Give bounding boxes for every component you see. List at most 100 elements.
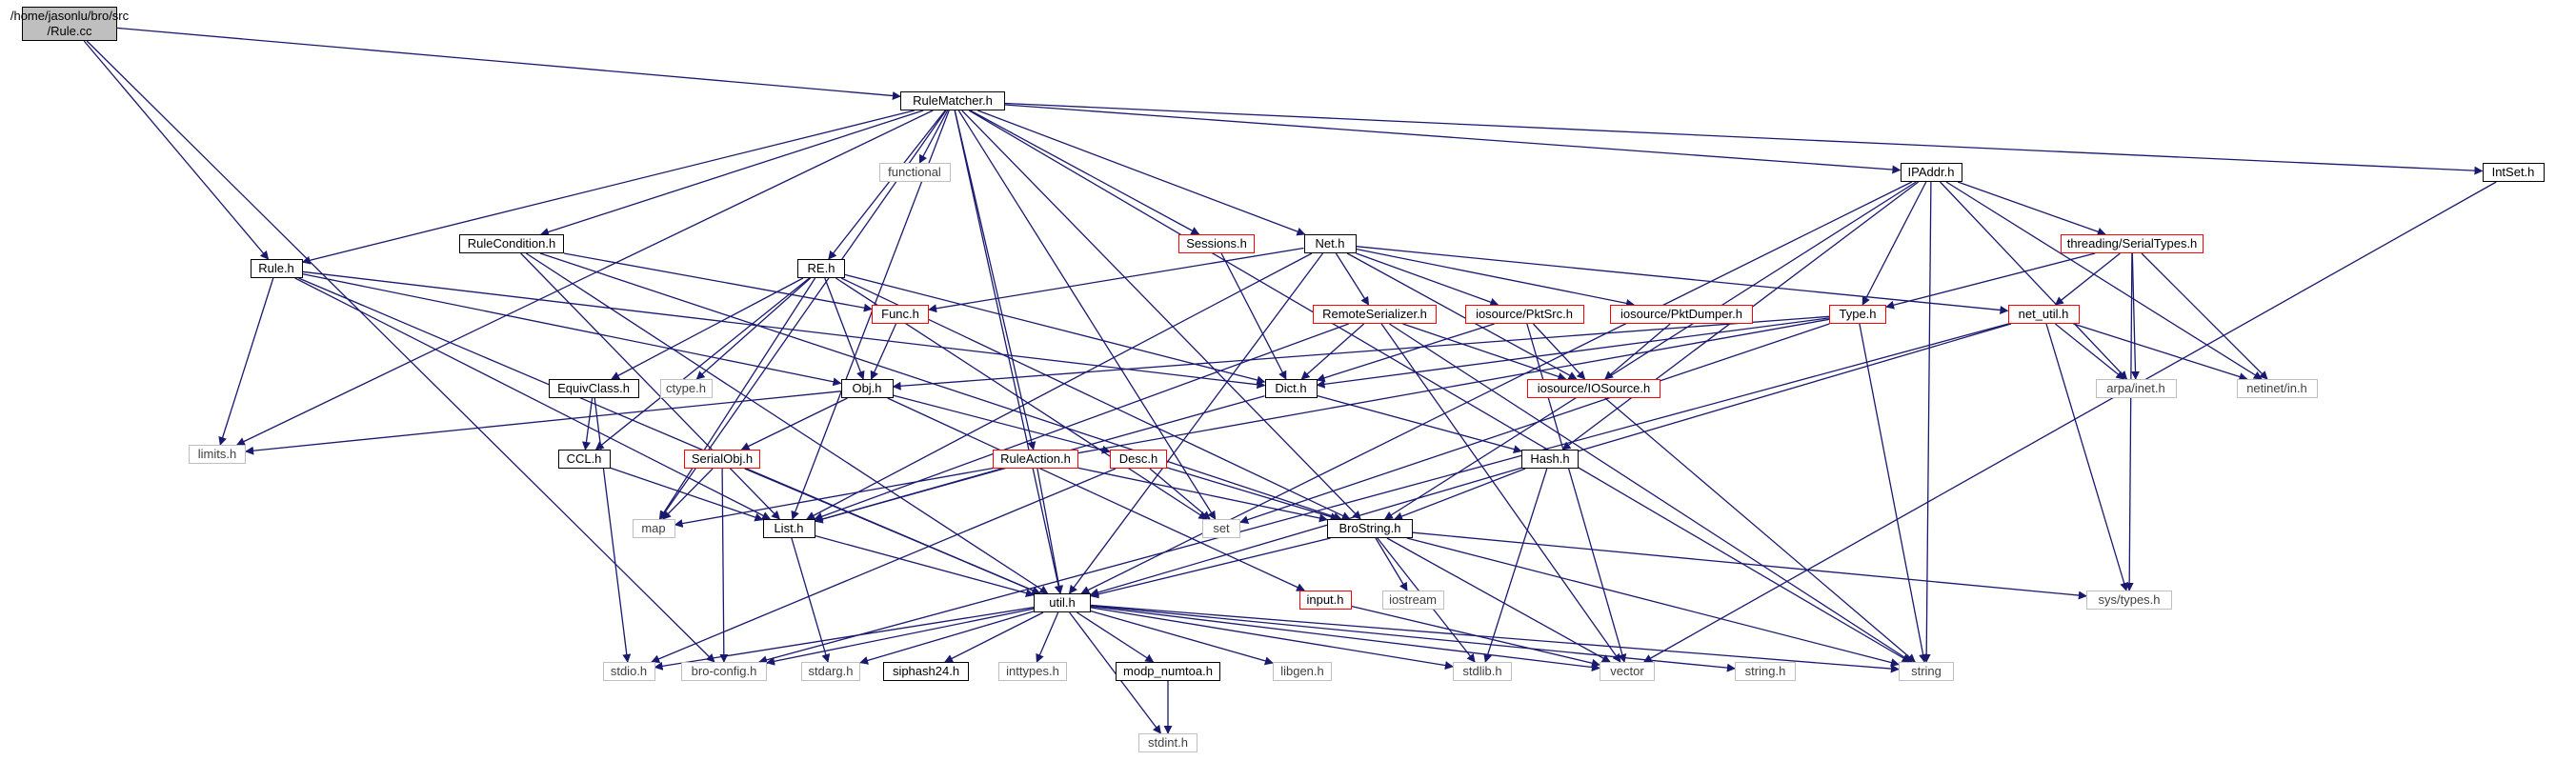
node-siphash24-h[interactable]: siphash24.h: [883, 662, 969, 681]
node-functional: functional: [878, 163, 951, 182]
node-net-h[interactable]: Net.h: [1303, 234, 1357, 253]
node-equivclass-h[interactable]: EquivClass.h: [548, 379, 639, 398]
node-string-h: string.h: [1735, 662, 1796, 681]
edge-equivclass-h-to-stdio-h: [594, 397, 632, 663]
edge-rulematcher-h-to-intset-h: [1004, 102, 2484, 175]
node-serialobj-h[interactable]: SerialObj.h: [684, 450, 760, 469]
edge-util-h-to-libgen-h: [1090, 610, 1274, 666]
node-label: RuleMatcher.h: [913, 93, 993, 108]
edge-rulematcher-h-to-net-h: [977, 110, 1306, 236]
node-label: Func.h: [881, 307, 919, 321]
node-label: EquivClass.h: [557, 381, 630, 395]
edge-ipaddr-h-to-type-h: [1862, 181, 1927, 306]
edge-re-h-to-map: [658, 277, 816, 520]
node-sessions-h[interactable]: Sessions.h: [1178, 234, 1255, 253]
node-util-h[interactable]: util.h: [1034, 593, 1091, 612]
node-label: /home/jasonlu/bro/src/Rule.cc: [10, 9, 130, 38]
edge-util-h-to-string: [1090, 604, 1900, 673]
node-label: arpa/inet.h: [2106, 381, 2165, 395]
edge-brostring-h-to-string: [1406, 537, 1900, 667]
edge-rule-h-to-dict-h: [302, 270, 1266, 390]
node-re-h[interactable]: RE.h: [797, 259, 845, 278]
node-label: bro-config.h: [691, 664, 757, 678]
node-label: List.h: [774, 521, 804, 535]
edge-util-h-to-modp-numtoa-h: [1077, 611, 1155, 663]
edge-obj-h-to-limits-h: [245, 391, 841, 455]
node-rulecondition-h[interactable]: RuleCondition.h: [459, 234, 564, 253]
node-input-h[interactable]: input.h: [1298, 591, 1352, 610]
edge-type-h-to-obj-h: [892, 315, 1830, 391]
edge-brostring-h-to-sys-types-h: [1412, 531, 2087, 600]
node-serialtypes-h[interactable]: threading/SerialTypes.h: [2061, 234, 2204, 253]
node-ruleaction-h[interactable]: RuleAction.h: [993, 450, 1078, 469]
node-rule-cc[interactable]: /home/jasonlu/bro/src/Rule.cc: [10, 7, 129, 41]
edge-obj-h-to-desc-h: [893, 394, 1111, 454]
edge-ccl-h-to-list-h: [610, 467, 764, 522]
node-ccl-h[interactable]: CCL.h: [557, 450, 611, 469]
edge-desc-h-to-set: [1149, 468, 1211, 520]
edge-rulematcher-h-to-util-h: [954, 110, 1063, 594]
node-bro-config-h: bro-config.h: [681, 662, 767, 681]
node-dict-h[interactable]: Dict.h: [1264, 379, 1318, 398]
node-list-h[interactable]: List.h: [762, 519, 815, 538]
node-net-util-h[interactable]: net_util.h: [2007, 305, 2080, 324]
node-label: stdarg.h: [808, 664, 854, 678]
edge-serialobj-h-to-map: [662, 468, 714, 520]
edge-iosource-h-to-string: [1604, 397, 1916, 663]
edge-rulecondition-h-to-list-h: [520, 252, 780, 520]
edge-rulematcher-h-to-brostring-h: [961, 110, 1361, 520]
edge-util-h-to-vector: [1090, 605, 1600, 671]
edge-ruleaction-h-to-list-h: [814, 468, 1002, 524]
edge-type-h-to-map: [674, 318, 1830, 529]
node-label: IntSet.h: [2491, 165, 2535, 179]
edge-rule-h-to-obj-h: [302, 272, 842, 387]
edge-rule-cc-to-bro-config-h: [86, 40, 715, 663]
node-label: Dict.h: [1275, 381, 1307, 395]
node-label: sys/types.h: [2098, 592, 2161, 607]
edge-ipaddr-h-to-string: [1922, 181, 1932, 663]
node-ctype-h: ctype.h: [659, 379, 713, 398]
node-obj-h[interactable]: Obj.h: [840, 379, 894, 398]
node-hash-h[interactable]: Hash.h: [1521, 450, 1579, 469]
node-label: CCL.h: [566, 451, 602, 466]
node-pktsrc-h[interactable]: iosource/PktSrc.h: [1464, 305, 1584, 324]
edge-hash-h-to-stdlib-h: [1483, 468, 1548, 663]
edge-util-h-to-string-h: [1090, 605, 1736, 672]
edge-net-util-h-to-sys-types-h: [2045, 323, 2128, 591]
edge-rulematcher-h-to-ruleaction-h: [954, 110, 1036, 451]
node-iostream: iostream: [1381, 591, 1444, 610]
edge-rulematcher-h-to-rulecondition-h: [540, 110, 924, 236]
node-brostring-h[interactable]: BroString.h: [1327, 519, 1413, 538]
node-label: netinet/in.h: [2246, 381, 2307, 395]
node-desc-h[interactable]: Desc.h: [1110, 450, 1167, 469]
edge-brostring-h-to-util-h: [1090, 537, 1331, 599]
edge-util-h-to-siphash24-h: [944, 611, 1044, 663]
node-rule-h[interactable]: Rule.h: [250, 259, 303, 278]
node-label: iostream: [1389, 592, 1437, 607]
node-ipaddr-h[interactable]: IPAddr.h: [1900, 163, 1962, 182]
node-label: Rule.h: [258, 261, 294, 275]
node-remoteserializer-h[interactable]: RemoteSerializer.h: [1313, 305, 1437, 324]
edge-rule-h-to-limits-h: [218, 277, 274, 446]
edge-desc-h-to-stdio-h: [651, 468, 1117, 664]
edge-net-h-to-list-h: [806, 252, 1313, 520]
node-pktdumper-h[interactable]: iosource/PktDumper.h: [1610, 305, 1753, 324]
node-label: stdio.h: [610, 664, 648, 678]
edge-rule-cc-to-rulematcher-h: [116, 27, 901, 100]
node-func-h[interactable]: Func.h: [872, 305, 929, 324]
node-modp-numtoa-h[interactable]: modp_numtoa.h: [1116, 662, 1220, 681]
edge-util-h-to-stdarg-h: [859, 611, 1035, 665]
node-set: set: [1202, 519, 1240, 538]
edge-rulecondition-h-to-func-h: [563, 252, 873, 312]
edge-obj-h-to-input-h: [887, 397, 1306, 591]
edge-util-h-to-inttypes-h: [1036, 611, 1059, 663]
node-label: Hash.h: [1530, 451, 1570, 466]
node-rulematcher-h[interactable]: RuleMatcher.h: [900, 91, 1005, 110]
edge-re-h-to-ccl-h: [594, 277, 810, 451]
node-label: modp_numtoa.h: [1123, 664, 1213, 678]
node-label: RuleCondition.h: [467, 236, 556, 250]
node-intset-h[interactable]: IntSet.h: [2482, 163, 2545, 182]
edge-net-h-to-pktsrc-h: [1356, 252, 1499, 307]
node-type-h[interactable]: Type.h: [1829, 305, 1886, 324]
node-iosource-h[interactable]: iosource/IOSource.h: [1527, 379, 1660, 398]
